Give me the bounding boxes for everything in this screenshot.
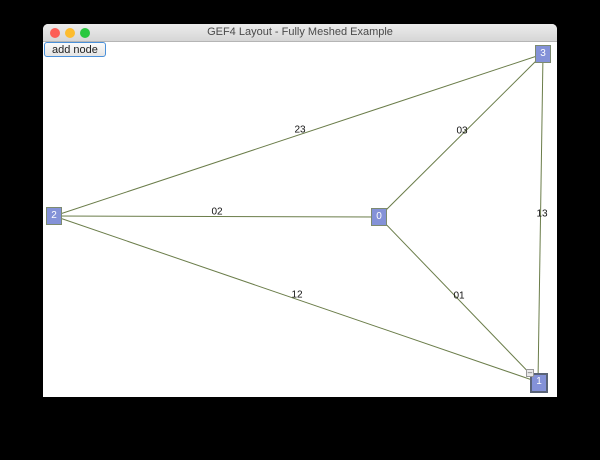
edge-12[interactable]	[53, 215, 539, 383]
graph-node-2[interactable]: 2	[46, 207, 62, 225]
edge-label: 02	[211, 206, 223, 218]
add-node-button[interactable]: add node	[44, 42, 106, 57]
edge-01[interactable]	[378, 216, 539, 383]
minimize-window-button[interactable]	[65, 28, 75, 38]
edge-label: 01	[453, 290, 465, 302]
edge-23[interactable]	[53, 53, 544, 217]
edges-layer	[53, 53, 544, 383]
edge-03[interactable]	[378, 53, 544, 218]
edge-02[interactable]	[53, 215, 380, 218]
collapse-node-icon[interactable]: –	[526, 368, 534, 377]
edge-label: 13	[536, 208, 548, 220]
graph-node-1[interactable]: 1	[530, 373, 548, 393]
edge-label: 23	[294, 124, 306, 136]
edge-13[interactable]	[537, 53, 544, 383]
close-window-button[interactable]	[50, 28, 60, 38]
title-bar[interactable]: GEF4 Layout - Fully Meshed Example	[43, 24, 557, 42]
maximize-window-button[interactable]	[80, 28, 90, 38]
graph-node-0[interactable]: 0	[371, 208, 387, 226]
window-title: GEF4 Layout - Fully Meshed Example	[207, 26, 393, 38]
edge-label: 12	[291, 289, 303, 301]
edge-label: 03	[456, 125, 468, 137]
graph-node-3[interactable]: 3	[535, 45, 551, 63]
